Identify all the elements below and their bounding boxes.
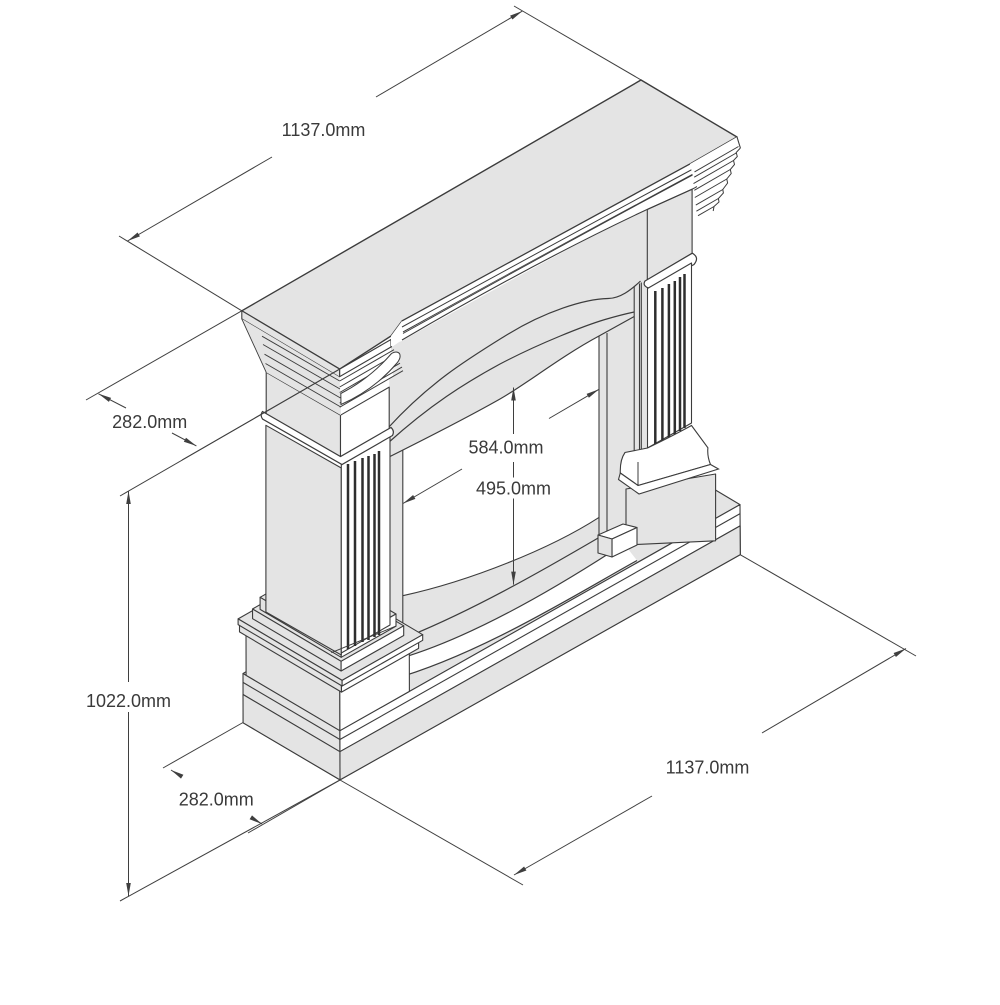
svg-text:584.0mm: 584.0mm [468,437,543,457]
svg-text:1137.0mm: 1137.0mm [666,758,750,778]
svg-text:1137.0mm: 1137.0mm [282,120,366,140]
svg-text:282.0mm: 282.0mm [112,412,187,432]
svg-text:282.0mm: 282.0mm [179,790,254,810]
svg-text:1022.0mm: 1022.0mm [86,691,171,711]
svg-text:495.0mm: 495.0mm [476,479,551,499]
